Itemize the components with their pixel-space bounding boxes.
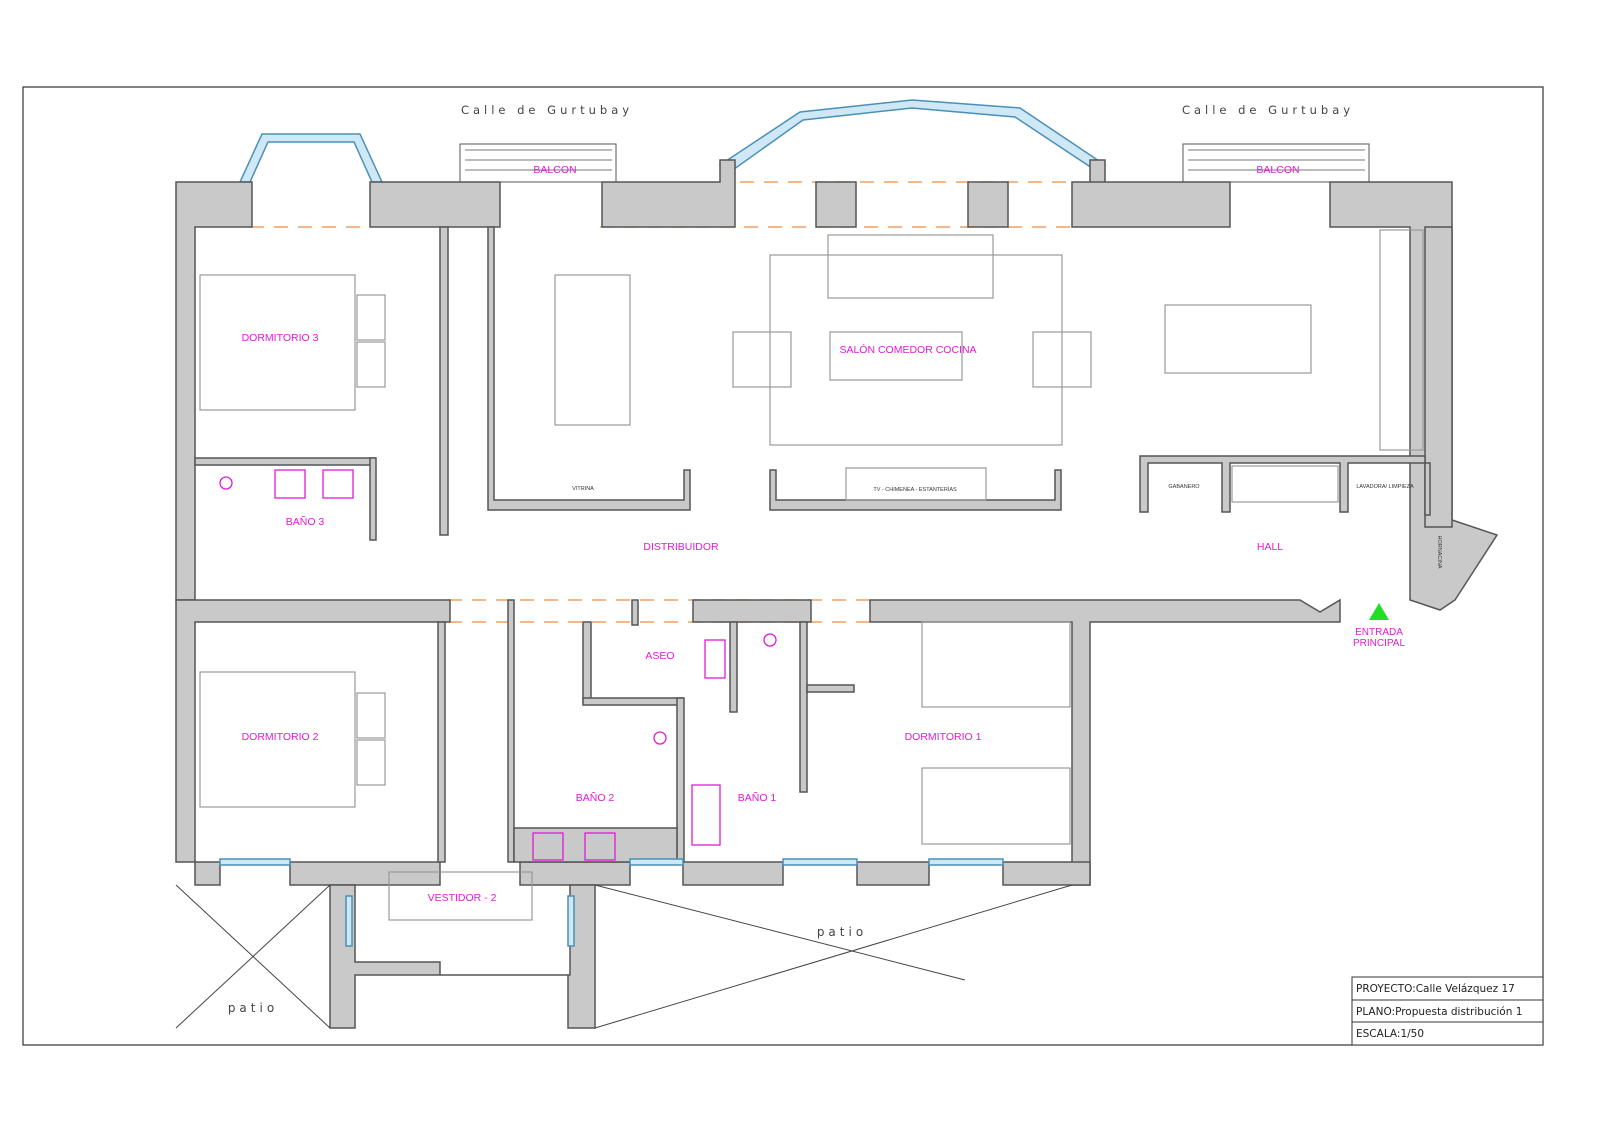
- balcony-right: [1182, 143, 1370, 183]
- patio-label-right: patio: [817, 925, 867, 939]
- label-lavadora: LAVADORA/ LIMPIEZA: [1356, 484, 1414, 490]
- bay-window-center: [718, 99, 1107, 173]
- room-label-salon: SALÓN COMEDOR COCINA: [839, 343, 976, 356]
- entrance-label-line2: PRINCIPAL: [1353, 638, 1405, 649]
- entrance-marker-icon: [1369, 603, 1389, 620]
- sanitary-fixtures: [219, 469, 777, 861]
- room-label-bano-1: BAÑO 1: [738, 791, 777, 804]
- room-label-hall: HALL: [1257, 541, 1283, 553]
- room-label-bano-2: BAÑO 2: [576, 791, 615, 804]
- title-block-proyecto: PROYECTO:Calle Velázquez 17: [1356, 983, 1515, 995]
- sheet-frame: [22, 86, 1544, 1046]
- street-label-left: Calle de Gurtubay: [461, 103, 633, 117]
- bay-window-left: [238, 133, 384, 183]
- patio-right-lines: [594, 884, 1073, 1029]
- title-block: PROYECTO:Calle Velázquez 17 PLANO:Propue…: [1351, 976, 1544, 1046]
- room-label-dormitorio-3: DORMITORIO 3: [242, 332, 319, 344]
- room-label-bano-3: BAÑO 3: [286, 515, 325, 528]
- furniture: [199, 229, 1424, 921]
- room-label-dormitorio-1: DORMITORIO 1: [905, 731, 982, 743]
- label-vitrina: VITRINA: [572, 486, 594, 492]
- room-label-dormitorio-2: DORMITORIO 2: [242, 731, 319, 743]
- balcony-left: [459, 143, 617, 183]
- label-tv-chimenea: TV - CHIMENEA - ESTANTERÍAS: [873, 486, 957, 493]
- label-gabanero: GABANERO: [1168, 484, 1200, 490]
- label-hornacina: HORNACINA: [1436, 535, 1442, 568]
- walls: [175, 159, 1499, 1029]
- room-label-balcon-left: BALCON: [533, 164, 576, 176]
- patio-left-lines: [175, 884, 331, 1029]
- title-block-escala: ESCALA:1/50: [1356, 1028, 1424, 1040]
- room-label-aseo: ASEO: [645, 650, 674, 662]
- entrance-label-line1: ENTRADA: [1355, 627, 1403, 638]
- street-label-right: Calle de Gurtubay: [1182, 103, 1354, 117]
- room-label-distribuidor: DISTRIBUIDOR: [643, 541, 719, 553]
- lower-windows: [219, 858, 1004, 947]
- room-label-balcon-right: BALCON: [1256, 164, 1299, 176]
- room-label-vestidor: VESTIDOR - 2: [428, 892, 497, 904]
- patio-label-left: patio: [228, 1001, 278, 1015]
- title-block-plano: PLANO:Propuesta distribución 1: [1356, 1006, 1522, 1018]
